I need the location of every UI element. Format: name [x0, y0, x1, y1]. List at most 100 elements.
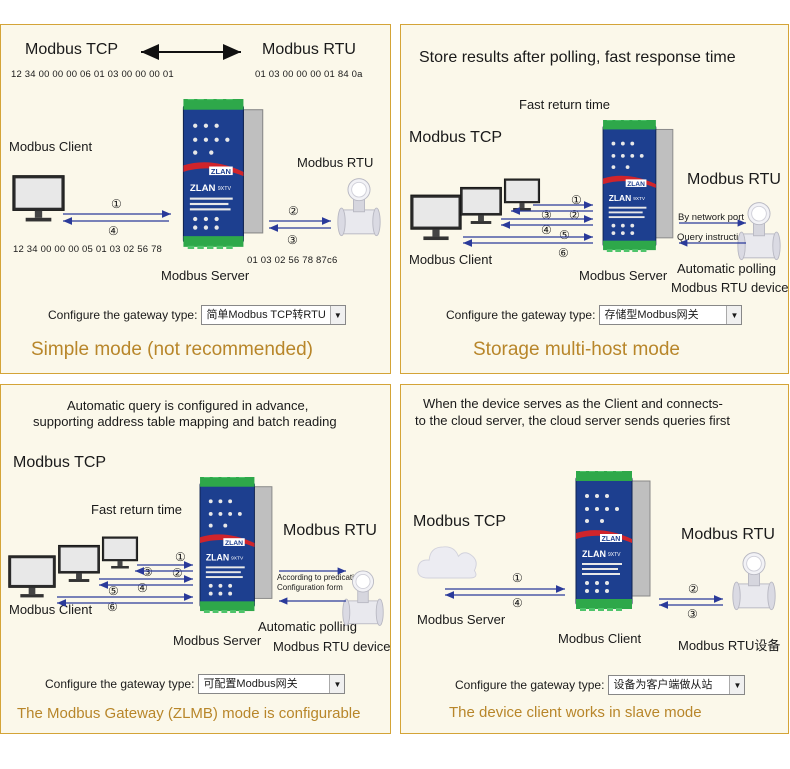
- step-2: ②: [172, 566, 183, 580]
- modbus-client-label: Modbus Client: [558, 631, 642, 646]
- config-row: Configure the gateway type: 设备为客户端做从站 ▼: [455, 675, 746, 695]
- pc-monitor-icon-2: [460, 186, 502, 225]
- gateway-type-select[interactable]: 可配置Modbus网关 ▼: [198, 674, 346, 694]
- hex-response-rtu: 01 03 02 56 78 87c6: [247, 255, 338, 266]
- step-1: ①: [175, 550, 186, 564]
- pc-monitor-icon-3: [503, 178, 541, 211]
- gateway-device: [182, 99, 264, 249]
- pc-monitor-icon-3: [101, 536, 139, 569]
- gateway-device: [602, 120, 674, 252]
- cloud-server-icon: [417, 546, 477, 579]
- step-2: ②: [569, 208, 580, 222]
- panel-simple-mode: Modbus TCP Modbus RTU 12 34 00 00 00 06 …: [0, 24, 391, 374]
- by-network-port-label: By network port: [678, 212, 744, 223]
- query-instruction-label: Query instruction: [677, 232, 749, 243]
- chevron-down-icon: ▼: [329, 675, 345, 693]
- config-row: Configure the gateway type: 可配置Modbus网关 …: [45, 674, 346, 694]
- panel-caption: Simple mode (not recommended): [31, 339, 313, 360]
- step-5: ⑤: [559, 228, 570, 242]
- step-3: ③: [687, 607, 698, 621]
- panel-heading-line2: to the cloud server, the cloud server se…: [415, 413, 731, 428]
- hex-response-tcp: 12 34 00 00 00 05 01 03 02 56 78: [13, 244, 163, 255]
- step-3: ③: [541, 208, 552, 222]
- panel-heading-line1: Automatic query is configured in advance…: [67, 398, 309, 413]
- modbus-tcp-label: Modbus TCP: [413, 513, 507, 530]
- step-1: ①: [111, 197, 122, 211]
- modbus-rtu-device-label: Modbus RTU设备: [678, 638, 781, 653]
- panel-heading-line1: When the device serves as the Client and…: [423, 396, 723, 411]
- flow-meter-icon: [732, 552, 776, 611]
- modbus-rtu-device-label: Modbus RTU device: [273, 639, 391, 654]
- step-1: ①: [512, 571, 523, 585]
- pc-monitor-icon-2: [58, 544, 100, 583]
- gateway-type-value: 简单Modbus TCP转RTU: [206, 309, 326, 321]
- modbus-client-label: Modbus Client: [409, 252, 493, 267]
- configurable-mode-graphics: [8, 477, 384, 627]
- gateway-type-select[interactable]: 简单Modbus TCP转RTU ▼: [201, 305, 346, 325]
- step-6: ⑥: [558, 246, 569, 260]
- modbus-client-label: Modbus Client: [9, 139, 93, 154]
- panel-caption: The Modbus Gateway (ZLMB) mode is config…: [17, 705, 361, 722]
- pc-monitor-icon-1: [8, 555, 56, 598]
- automatic-polling-label: Automatic polling: [258, 619, 357, 634]
- storage-mode-graphics: [410, 120, 781, 261]
- step-2: ②: [288, 204, 299, 218]
- config-row: Configure the gateway type: 存储型Modbus网关 …: [446, 305, 743, 325]
- gateway-type-value: 存储型Modbus网关: [604, 309, 699, 321]
- step-2: ②: [688, 582, 699, 596]
- panel-caption: The device client works in slave mode: [449, 704, 702, 721]
- automatic-polling-label: Automatic polling: [677, 261, 776, 276]
- according-label-line1: According to predication: [277, 573, 363, 582]
- simple-mode-graphics: [12, 44, 381, 249]
- config-label: Configure the gateway type:: [48, 308, 198, 322]
- step-1: ①: [571, 193, 582, 207]
- modbus-server-label: Modbus Server: [173, 633, 262, 648]
- step-4: ④: [541, 223, 552, 237]
- step-4: ④: [137, 581, 148, 595]
- modbus-tcp-label: Modbus TCP: [13, 454, 107, 471]
- gateway-type-value: 设备为客户端做从站: [613, 679, 713, 691]
- modbus-rtu-label: Modbus RTU: [283, 522, 377, 539]
- modbus-rtu-label: Modbus RTU: [262, 41, 356, 58]
- step-5: ⑤: [108, 584, 119, 598]
- panel-caption: Storage multi-host mode: [473, 339, 680, 360]
- gateway-device: [575, 471, 651, 611]
- flow-meter-icon: [342, 570, 384, 627]
- pc-monitor-icon-1: [410, 194, 462, 241]
- modbus-rtu-device-label: Modbus RTU: [297, 155, 374, 170]
- panel-client-slave-mode: When the device serves as the Client and…: [400, 384, 789, 734]
- step-3: ③: [287, 233, 298, 247]
- hex-request-rtu: 01 03 00 00 00 01 84 0a: [255, 69, 363, 80]
- modbus-rtu-label: Modbus RTU: [681, 526, 775, 543]
- step-3: ③: [142, 565, 153, 579]
- chevron-down-icon: ▼: [729, 676, 745, 694]
- gateway-type-select[interactable]: 存储型Modbus网关 ▼: [599, 305, 743, 325]
- gateway-type-select[interactable]: 设备为客户端做从站 ▼: [608, 675, 746, 695]
- modbus-server-label: Modbus Server: [417, 612, 506, 627]
- flow-meter-icon: [337, 178, 381, 237]
- panel-heading: Store results after polling, fast respon…: [419, 49, 736, 66]
- client-slave-graphics: [417, 471, 776, 611]
- fast-return-label: Fast return time: [91, 502, 183, 517]
- fast-return-label: Fast return time: [519, 97, 611, 112]
- modbus-client-label: Modbus Client: [9, 602, 93, 617]
- config-label: Configure the gateway type:: [45, 677, 195, 691]
- panel-storage-mode: Store results after polling, fast respon…: [400, 24, 789, 374]
- flow-meter-icon: [737, 202, 781, 261]
- config-label: Configure the gateway type:: [455, 678, 605, 692]
- according-label-line2: Configuration form: [277, 583, 343, 592]
- chevron-down-icon: ▼: [329, 306, 345, 324]
- modbus-server-label: Modbus Server: [579, 268, 668, 283]
- panel-heading-line2: supporting address table mapping and bat…: [33, 414, 337, 429]
- modbus-server-label: Modbus Server: [161, 268, 250, 283]
- gateway-device: [199, 477, 273, 613]
- hex-request-tcp: 12 34 00 00 00 06 01 03 00 00 00 01: [11, 69, 174, 80]
- modbus-rtu-label: Modbus RTU: [687, 171, 781, 188]
- modbus-tcp-label: Modbus TCP: [409, 129, 503, 146]
- config-row: Configure the gateway type: 简单Modbus TCP…: [48, 305, 346, 325]
- step-4: ④: [108, 224, 119, 238]
- pc-monitor-icon: [12, 175, 65, 222]
- modbus-tcp-label: Modbus TCP: [25, 41, 119, 58]
- config-label: Configure the gateway type:: [446, 308, 596, 322]
- modbus-rtu-device-label: Modbus RTU device: [671, 280, 789, 295]
